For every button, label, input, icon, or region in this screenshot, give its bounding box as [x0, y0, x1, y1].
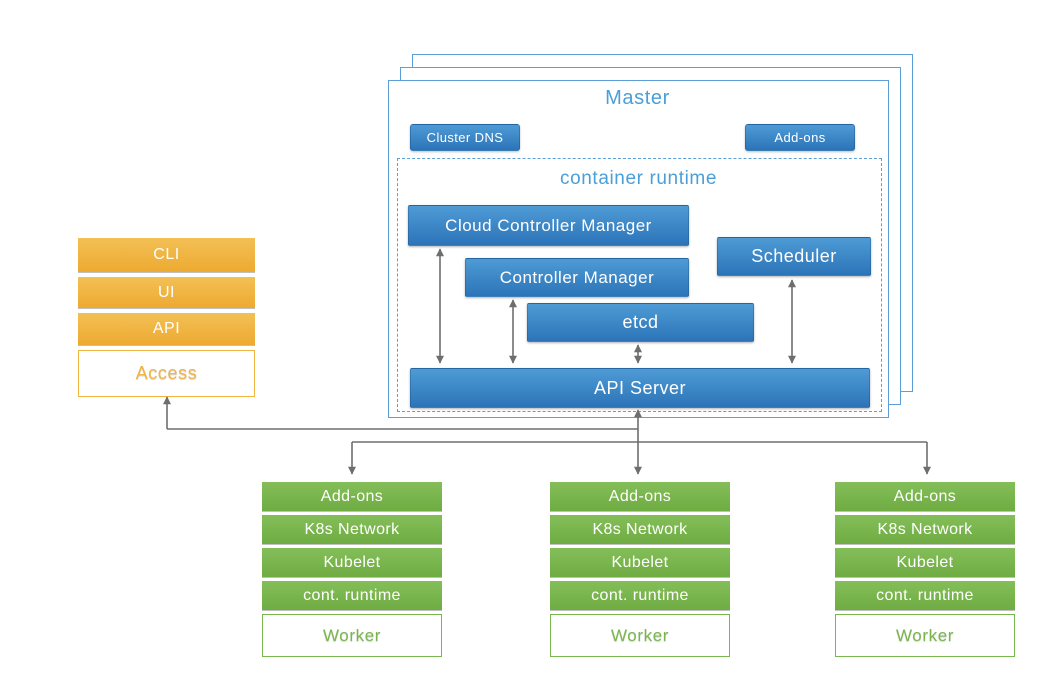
master-title: Master: [605, 87, 670, 109]
worker-node-3: Add-ons K8s Network Kubelet cont. runtim…: [835, 482, 1015, 657]
cluster-dns-box: Cluster DNS: [410, 124, 520, 151]
scheduler-box: Scheduler: [717, 237, 871, 276]
access-stack: CLI UI API Access: [78, 238, 255, 397]
worker2-kubelet: Kubelet: [550, 548, 730, 577]
worker3-label: Worker: [835, 614, 1015, 657]
api-server-box: API Server: [410, 368, 870, 408]
worker3-k8s-network: K8s Network: [835, 515, 1015, 544]
worker2-k8s-network: K8s Network: [550, 515, 730, 544]
worker1-kubelet: Kubelet: [262, 548, 442, 577]
access-item-cli: CLI: [78, 238, 255, 272]
access-item-api: API: [78, 313, 255, 345]
controller-manager-box: Controller Manager: [465, 258, 689, 297]
worker2-cont-runtime: cont. runtime: [550, 581, 730, 610]
worker2-addons: Add-ons: [550, 482, 730, 511]
worker2-label: Worker: [550, 614, 730, 657]
access-item-ui: UI: [78, 277, 255, 308]
container-runtime-title: container runtime: [560, 168, 717, 189]
master-addons-box: Add-ons: [745, 124, 855, 151]
etcd-box: etcd: [527, 303, 754, 342]
worker1-k8s-network: K8s Network: [262, 515, 442, 544]
worker1-cont-runtime: cont. runtime: [262, 581, 442, 610]
worker3-addons: Add-ons: [835, 482, 1015, 511]
cloud-controller-manager-box: Cloud Controller Manager: [408, 205, 689, 246]
worker3-kubelet: Kubelet: [835, 548, 1015, 577]
worker-node-1: Add-ons K8s Network Kubelet cont. runtim…: [262, 482, 442, 657]
access-label: Access: [78, 350, 255, 397]
worker1-addons: Add-ons: [262, 482, 442, 511]
worker3-cont-runtime: cont. runtime: [835, 581, 1015, 610]
worker-node-2: Add-ons K8s Network Kubelet cont. runtim…: [550, 482, 730, 657]
worker1-label: Worker: [262, 614, 442, 657]
